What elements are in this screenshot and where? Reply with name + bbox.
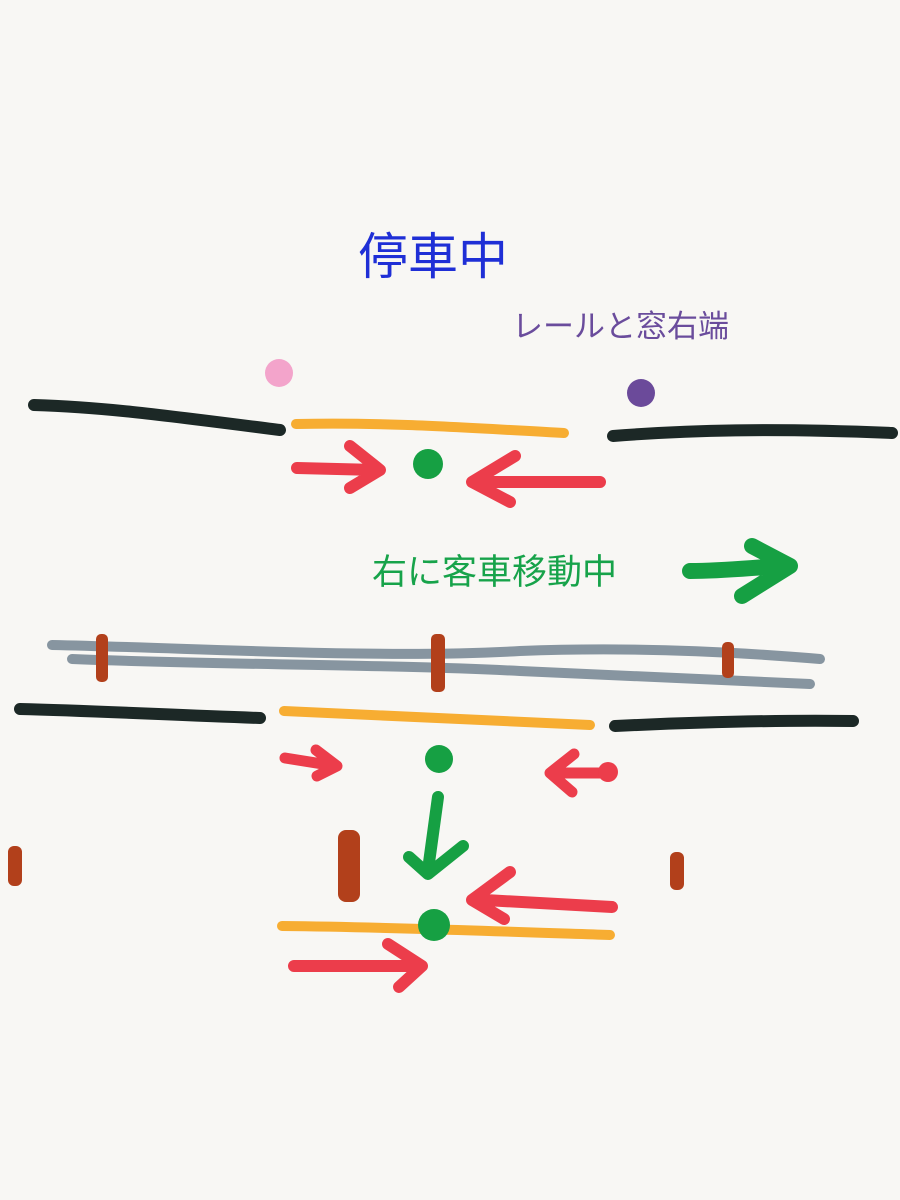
gray-rail-top [47,640,825,664]
gray-rail-bottom [67,654,815,689]
brown-post-lower-center [338,830,360,902]
right-arrow-middle [544,748,609,798]
moving-state-diagram [8,538,859,993]
brown-post-lower-right [670,852,684,890]
left-arrow-middle [279,744,343,782]
right-arrow-top [466,450,606,508]
purple-dot-icon [627,379,655,407]
rail-post-center [431,634,445,692]
black-platform-right-top [607,424,898,442]
left-arrow-top [291,440,386,494]
black-platform-left-middle [14,703,266,724]
rail-post-left [96,634,108,682]
orange-door-line-top [291,418,569,438]
pink-dot-icon [265,359,293,387]
stopped-state-diagram [28,359,898,508]
brown-post-lower-left [8,846,22,886]
green-dot-bottom [418,909,450,941]
right-arrow-bottom [288,938,428,993]
black-platform-left-top [28,399,286,436]
green-dot-middle [425,745,453,773]
title-label: 停車中 [358,228,508,286]
green-move-arrow [682,538,798,604]
black-platform-right-middle [609,714,859,732]
rail-window-label: レールと窓右端 [512,309,729,345]
left-arrow-lower [466,866,618,925]
orange-door-line-middle [279,706,595,730]
right-arrow-tail-dot [598,762,618,782]
green-dot-icon [413,449,443,479]
rail-post-right [722,642,734,678]
down-arrow-icon [403,791,469,880]
moving-car-label: 右に客車移動中 [372,553,618,593]
